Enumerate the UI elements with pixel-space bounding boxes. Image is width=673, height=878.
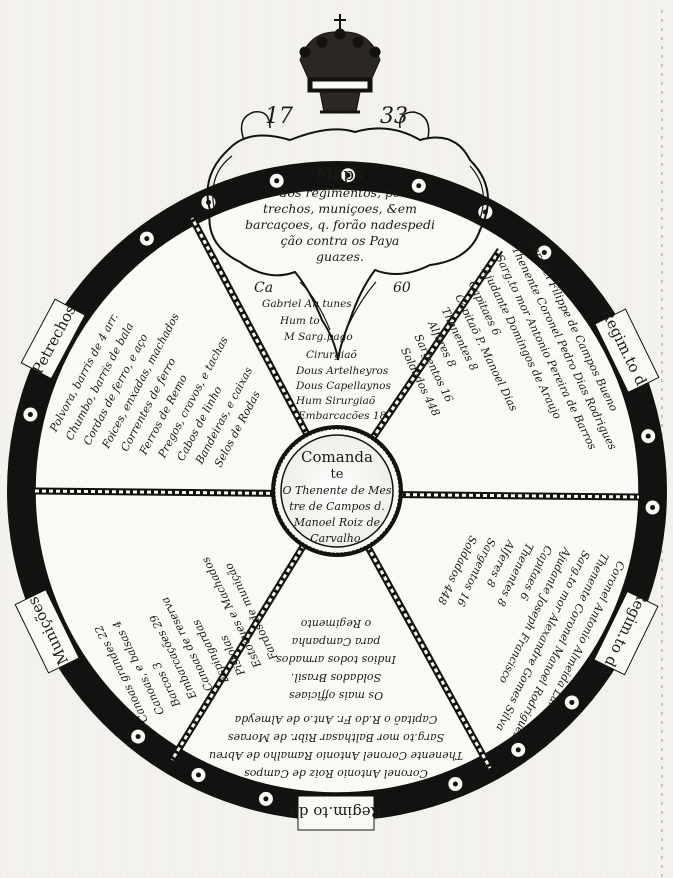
sector-b-l2: Thenente Coronel Antonio Ramalho de Abre…	[209, 749, 463, 762]
sector-b-l9: o Regimento	[300, 617, 371, 630]
sector-top-l3: Gabriel An tunes	[262, 298, 352, 310]
cartouche-line-2: dos regimentos, pe	[280, 185, 401, 200]
center-line-5: Manoel Roiz de	[293, 516, 381, 529]
ring-flower-icon	[564, 695, 579, 710]
ring-flower-icon	[537, 245, 552, 260]
ring-flower-icon	[269, 173, 284, 188]
sector-top-l1: Ca	[254, 280, 273, 296]
sector-b-l5: Os mais officiaes	[289, 689, 383, 702]
cartouche-line-4: barcaçoes, q. forão nadespedi	[245, 217, 435, 232]
ring-flower-icon	[641, 429, 656, 444]
sector-b-l1: Coronel Antonio Roiz de Campos	[244, 767, 428, 780]
cartouche-line-5: ção contra os Paya	[281, 233, 400, 248]
year-right: 33	[380, 104, 408, 129]
ring-flower-icon	[258, 791, 273, 806]
sector-b-l4: Capitaõ o R.do Fr. Ant.o de Almeyda	[235, 713, 438, 726]
ring-flower-icon	[448, 776, 463, 791]
cartouche-line-6: guazes.	[316, 249, 364, 264]
cartouche-frame	[206, 111, 489, 361]
sector-top-l7: Dous Artelheyros	[295, 365, 389, 377]
ring-label-panels	[14, 298, 660, 831]
sector-bottom-text: Coronel Antonio Roiz de Campos Thenente …	[209, 617, 463, 780]
ring-flower-icon	[23, 407, 38, 422]
sector-top-l9: Hum Sirurgiaõ	[295, 395, 376, 407]
sector-top-l10: Embarcacões 18.	[297, 410, 390, 422]
center-line-2: te	[331, 467, 344, 482]
crown-emblem	[299, 14, 381, 114]
ring-flower-icon	[131, 729, 146, 744]
center-line-1: Comanda	[301, 448, 373, 466]
center-commander-text: Comanda te O Thenente de Mes tre de Camp…	[282, 448, 391, 545]
center-line-3: O Thenente de Mes	[282, 484, 391, 497]
ring-flower-icon	[341, 168, 356, 183]
cartouche-line-1: Mapa	[316, 165, 365, 185]
sector-b-l3: Sarg.to mor Balthasar Ribr. de Moraes	[228, 731, 445, 744]
center-line-6: Carvalho.	[310, 532, 364, 545]
central-hub	[271, 425, 403, 557]
ring-flower-icon	[139, 231, 154, 246]
cartouche-line-3: trechos, muniçoes, &em	[263, 201, 417, 216]
sector-top-l4: Hum to	[279, 315, 320, 327]
ring-label-regimento-bottom: Regim.to de	[290, 803, 382, 821]
sector-top-l2: 60	[393, 280, 411, 296]
center-line-4: tre de Campos d.	[289, 500, 384, 513]
sector-b-l7: Indios todos armados	[276, 653, 397, 666]
sector-b-l6: Soldados Brasil.	[291, 671, 381, 684]
ring-flower-icon	[411, 178, 426, 193]
sector-top-text: Ca 60 Gabriel An tunes Hum to M Sarg.pag…	[254, 280, 411, 422]
ring-flower-icon	[645, 500, 660, 515]
sector-top-l6: Cirurgiaõ	[306, 349, 358, 361]
sector-b-l8: para Campanha	[292, 635, 381, 648]
ring-flower-icon	[511, 742, 526, 757]
ring-flower-icon	[191, 768, 206, 783]
sector-top-l8: Dous Capellaynos	[295, 380, 391, 392]
cartouche-text: Mapa dos regimentos, pe trechos, muniçoe…	[245, 165, 435, 264]
sector-top-left-text: Polvora, barris de 4 arr. Chumbo, barris…	[47, 311, 263, 470]
sector-top-l5: M Sarg.pago	[283, 331, 353, 343]
